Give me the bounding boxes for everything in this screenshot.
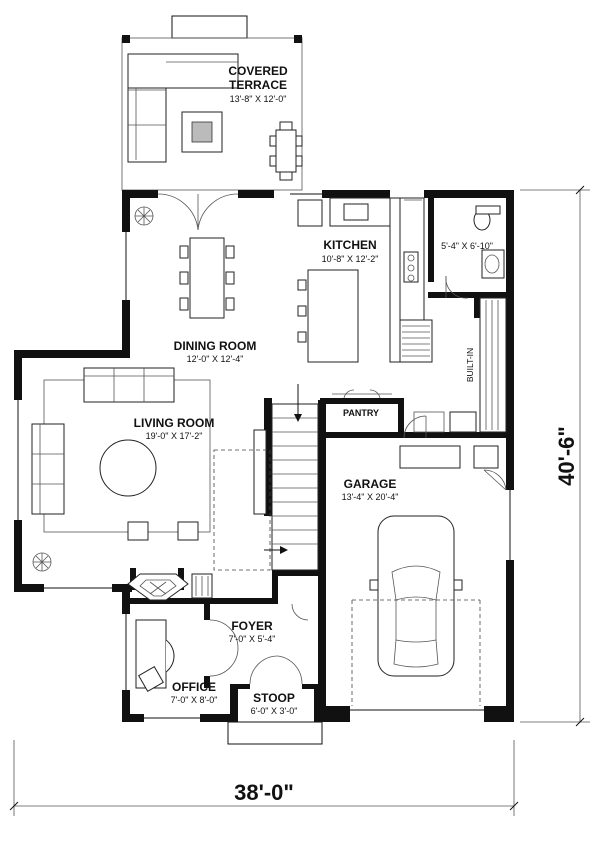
stoop-dims: 6'-0" X 3'-0" (251, 706, 298, 716)
staircase (264, 384, 319, 571)
garage-dims: 13'-4" X 20'-4" (342, 492, 399, 502)
dining-table (189, 237, 225, 319)
foyer: FOYER 7'-0" X 5'-4" (229, 619, 276, 644)
living-room-label: LIVING ROOM (134, 416, 215, 430)
office-label: OFFICE (172, 680, 216, 694)
kitchen-cooktop (403, 251, 419, 283)
living-loveseat (31, 423, 65, 515)
pantry-label: PANTRY (343, 408, 379, 418)
plant-icon (134, 206, 154, 226)
living-room-dims: 19'-0" X 17'-2" (146, 431, 203, 441)
office-dims: 7'-0" X 8'-0" (171, 695, 218, 705)
stoop: STOOP 6'-0" X 3'-0" (251, 691, 298, 716)
covered-terrace-label-line2: TERRACE (229, 78, 287, 92)
fireplace (127, 573, 213, 601)
overall-width-label: 38'-0" (234, 780, 294, 805)
foyer-label: FOYER (231, 619, 273, 633)
overall-depth-label: 40'-6" (554, 426, 579, 486)
office: OFFICE 7'-0" X 8'-0" (135, 619, 218, 705)
kitchen-pantry-cabinet (399, 319, 433, 363)
powder-room: 5'-4" X 6'-10" (441, 205, 505, 279)
dining-room-label: DINING ROOM (174, 339, 257, 353)
dining-room: DINING ROOM 12'-0" X 12'-4" (134, 206, 257, 364)
living-sofa (83, 367, 175, 403)
living-round-table (99, 439, 157, 497)
built-in-label: BUILT-IN (465, 348, 475, 382)
plant-icon (32, 552, 52, 572)
foyer-dims: 7'-0" X 5'-4" (229, 634, 276, 644)
built-in-storage: BUILT-IN (413, 297, 507, 433)
kitchen-dims: 10'-8" X 12'-2" (322, 254, 379, 264)
garage: GARAGE 13'-4" X 20'-4" (342, 445, 499, 706)
overall-width-dimension: 38'-0" (9, 740, 519, 816)
dining-room-dims: 12'-0" X 12'-4" (187, 354, 244, 364)
covered-terrace: COVERED TERRACE 13'-8" X 12'-0" (121, 15, 303, 191)
stoop-label: STOOP (253, 691, 295, 705)
bath-dims: 5'-4" X 6'-10" (441, 241, 493, 251)
garage-label: GARAGE (344, 477, 397, 491)
doors (157, 193, 507, 685)
tv-console (253, 429, 267, 515)
pantry: PANTRY (332, 389, 392, 418)
terrace-bistro-table (275, 129, 297, 173)
covered-terrace-label-line1: COVERED (228, 64, 288, 78)
kitchen-label: KITCHEN (323, 238, 376, 252)
kitchen-island (307, 269, 359, 363)
car-icon (369, 515, 463, 677)
living-room: LIVING ROOM 19'-0" X 17'-2" (31, 367, 271, 572)
covered-terrace-dims: 13'-8" X 12'-0" (230, 94, 287, 104)
overall-depth-dimension: 40'-6" (520, 185, 590, 727)
kitchen: KITCHEN 10'-8" X 12'-2" (297, 197, 433, 363)
kitchen-sink (343, 203, 369, 221)
